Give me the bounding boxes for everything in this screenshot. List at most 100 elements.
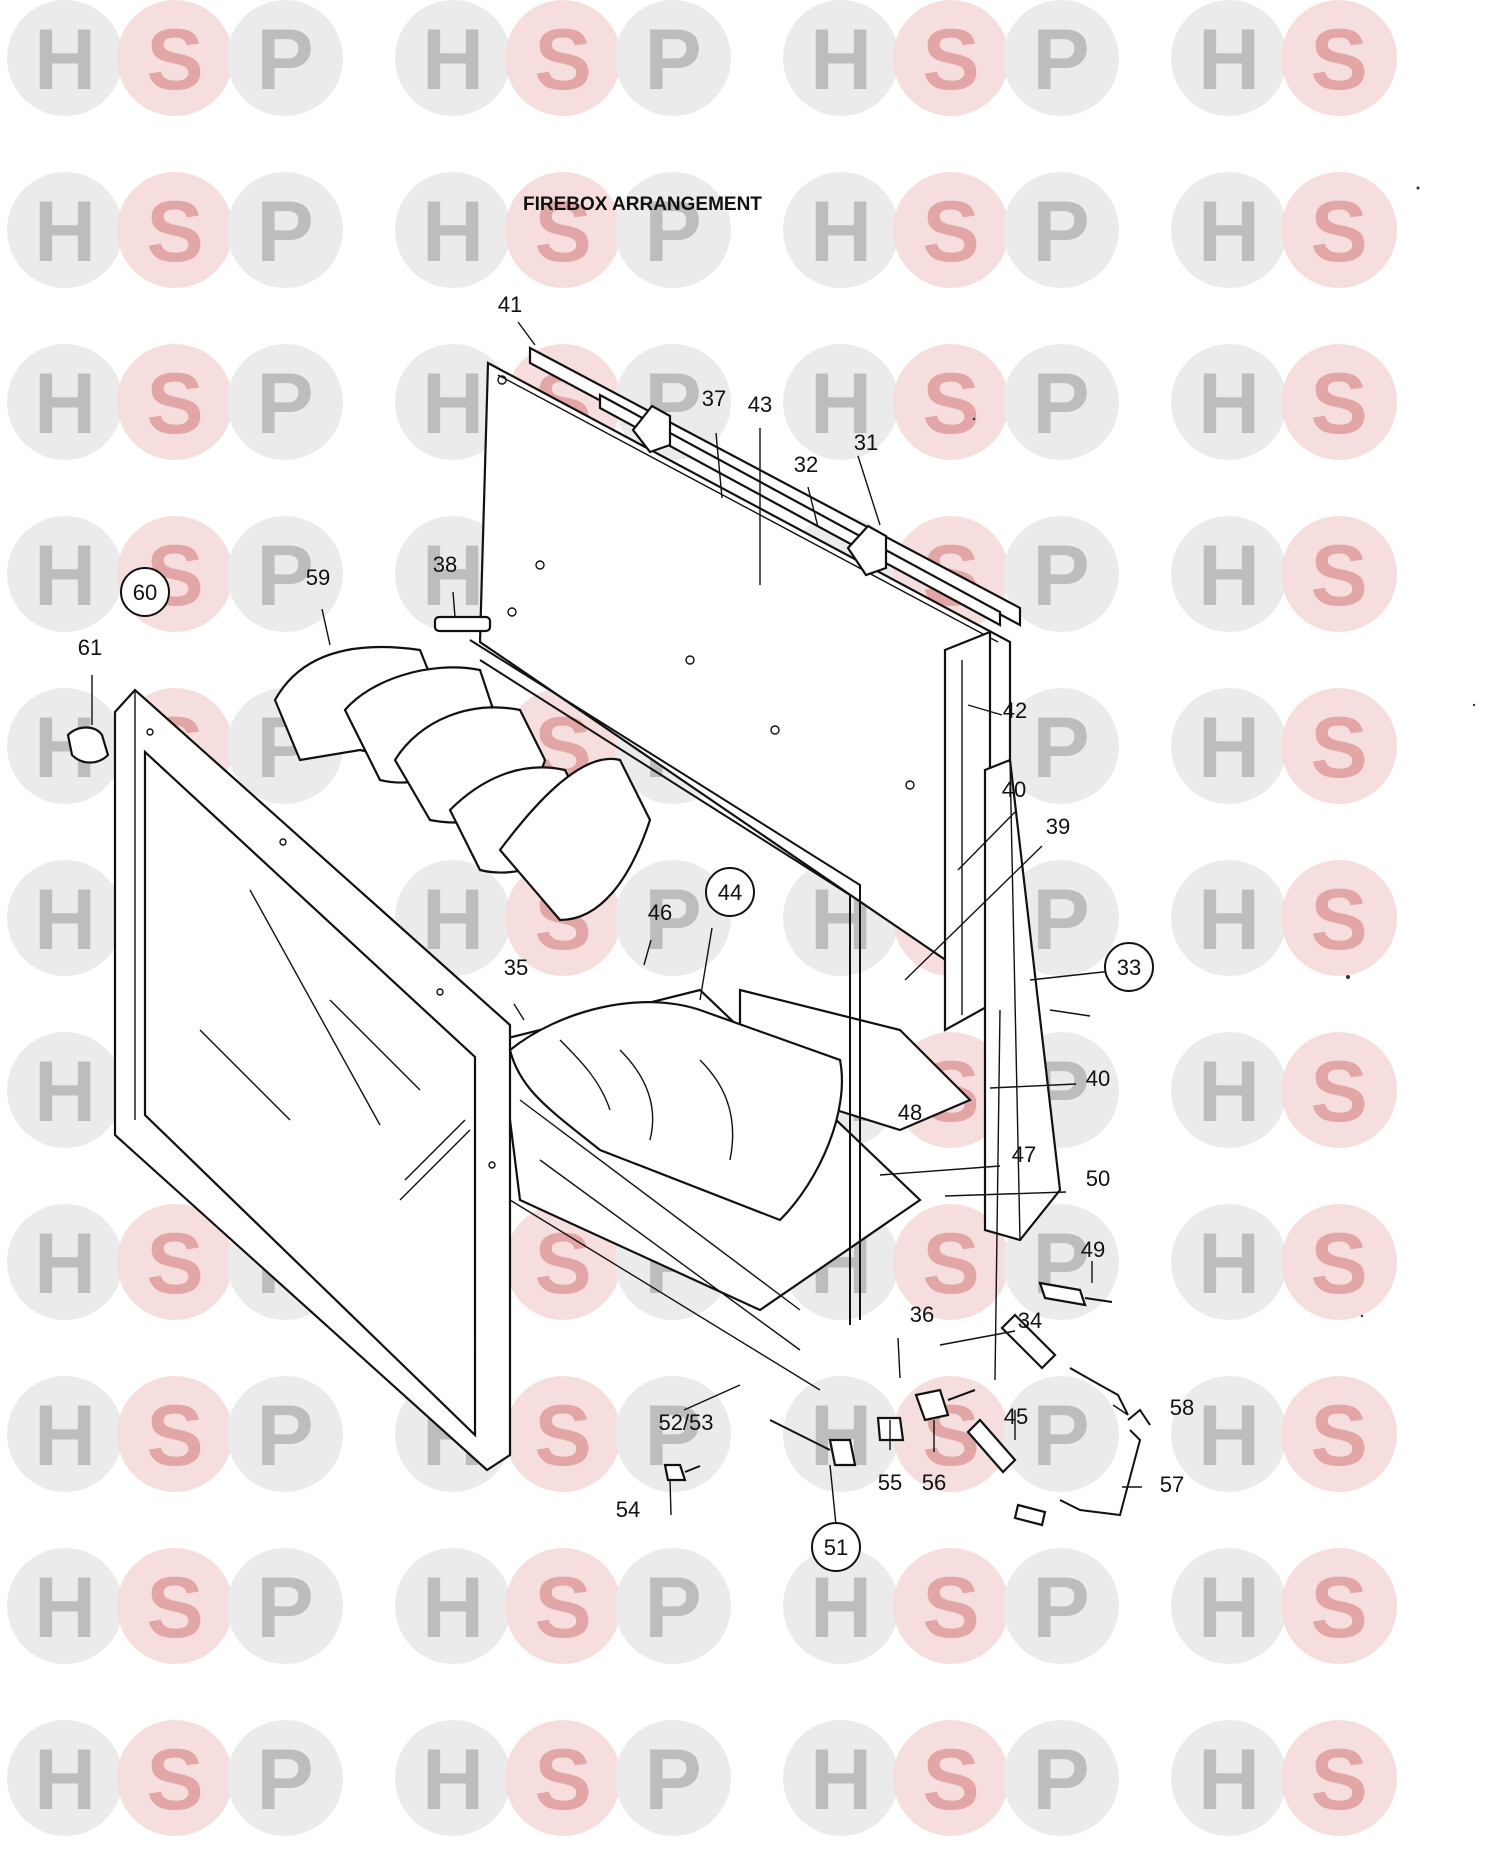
ceramic-logs: [273, 645, 844, 1222]
burner-rod: [469, 639, 861, 1325]
watermark-letter: H: [422, 184, 484, 280]
watermark-circle: [227, 172, 343, 288]
watermark-circle: [783, 1548, 899, 1664]
watermark-letter: S: [1310, 184, 1367, 280]
watermark-circle: [7, 344, 123, 460]
watermark-circle: [1171, 172, 1287, 288]
watermark-circle: [117, 1548, 233, 1664]
watermark-circle: [117, 0, 233, 116]
watermark-letter: P: [1032, 12, 1089, 108]
watermark-circle: [893, 1204, 1009, 1320]
watermark-circle: [783, 172, 899, 288]
watermark-letter: H: [34, 1044, 96, 1140]
watermark-letter: H: [1198, 872, 1260, 968]
watermark-circle: [7, 860, 123, 976]
watermark-letter: P: [1032, 872, 1089, 968]
watermark-letter: H: [1198, 700, 1260, 796]
watermark-circle: [395, 0, 511, 116]
watermark-circle: [615, 1548, 731, 1664]
watermark-letter: H: [810, 1388, 872, 1484]
watermark-letter: H: [1198, 356, 1260, 452]
callout-label: 50: [1086, 1166, 1110, 1191]
watermark-letter: H: [810, 184, 872, 280]
callout-label: 48: [898, 1100, 922, 1125]
watermark-letter: S: [146, 184, 203, 280]
watermark-letter: S: [146, 1560, 203, 1656]
callout-label: 34: [1018, 1308, 1042, 1333]
watermark-letter: S: [1310, 1388, 1367, 1484]
callout-label: 58: [1170, 1395, 1194, 1420]
watermark-circle: [227, 344, 343, 460]
callout-label: 43: [748, 392, 772, 417]
watermark-circle: [7, 1376, 123, 1492]
watermark-circle: [1281, 860, 1397, 976]
watermark-circle: [227, 1376, 343, 1492]
watermark-circle: [7, 688, 123, 804]
watermark-letter: H: [1198, 184, 1260, 280]
watermark-circle: [1171, 688, 1287, 804]
watermark-circle: [615, 1720, 731, 1836]
callout-label: 54: [616, 1497, 640, 1522]
watermark-circle: [1281, 172, 1397, 288]
watermark-letter: S: [1310, 356, 1367, 452]
watermark-letter: P: [1032, 1732, 1089, 1828]
callout-label: 51: [824, 1535, 848, 1560]
watermark-letter: P: [256, 1732, 313, 1828]
callout-label: 59: [306, 565, 330, 590]
speck: [1416, 186, 1420, 190]
callout-label: 61: [78, 635, 102, 660]
callout-label: 45: [1004, 1404, 1028, 1429]
watermark-circle: [395, 172, 511, 288]
watermark-circle: [1171, 1376, 1287, 1492]
callout-circle: [1104, 942, 1154, 992]
callout-circle: [705, 867, 755, 917]
watermark-circle: [117, 1720, 233, 1836]
watermark-circle: [615, 0, 731, 116]
callout-label: 57: [1160, 1472, 1184, 1497]
watermark-letter: H: [1198, 1560, 1260, 1656]
watermark-letter: P: [256, 1388, 313, 1484]
callout-label: 41: [498, 292, 522, 317]
front-glass-frame: [113, 688, 512, 1472]
watermark-letter: P: [644, 1560, 701, 1656]
watermark-circle: [1171, 344, 1287, 460]
watermark-circle: [505, 1548, 621, 1664]
watermark-letter: P: [1032, 356, 1089, 452]
watermark-circle: [1281, 1204, 1397, 1320]
watermark-letter: S: [146, 356, 203, 452]
watermark-letter: H: [34, 1388, 96, 1484]
watermark-letter: P: [256, 356, 313, 452]
watermark-letter: H: [810, 1560, 872, 1656]
watermark-letter: H: [1198, 1388, 1260, 1484]
watermark-circle: [783, 0, 899, 116]
watermark-letter: H: [422, 872, 484, 968]
watermark-circle: [7, 1204, 123, 1320]
watermark-letter: H: [1198, 12, 1260, 108]
watermark-circle: [783, 1376, 899, 1492]
watermark-circle: [227, 1548, 343, 1664]
watermark-circle: [7, 172, 123, 288]
callout-label: 42: [1003, 698, 1027, 723]
watermark-circle: [1281, 1376, 1397, 1492]
watermark-letter: P: [644, 872, 701, 968]
watermark-circle: [395, 1720, 511, 1836]
watermark-letter: P: [1032, 700, 1089, 796]
watermark-circle: [7, 516, 123, 632]
watermark-letter: S: [146, 1216, 203, 1312]
watermark-circle: [893, 172, 1009, 288]
watermark-letter: P: [1032, 1388, 1089, 1484]
watermark-letter: H: [34, 1216, 96, 1312]
watermark-letter: P: [1032, 1560, 1089, 1656]
watermark-circle: [1003, 1720, 1119, 1836]
watermark-circle: [1281, 1720, 1397, 1836]
watermark-letter: S: [534, 1216, 591, 1312]
watermark-circle: [1171, 1720, 1287, 1836]
callout-label: 56: [922, 1470, 946, 1495]
watermark-letter: S: [1310, 872, 1367, 968]
watermark-circle: [1281, 688, 1397, 804]
watermark-circle: [1003, 0, 1119, 116]
watermark-letter: H: [422, 528, 484, 624]
watermark-letter: H: [1198, 1044, 1260, 1140]
watermark-circle: [1171, 516, 1287, 632]
